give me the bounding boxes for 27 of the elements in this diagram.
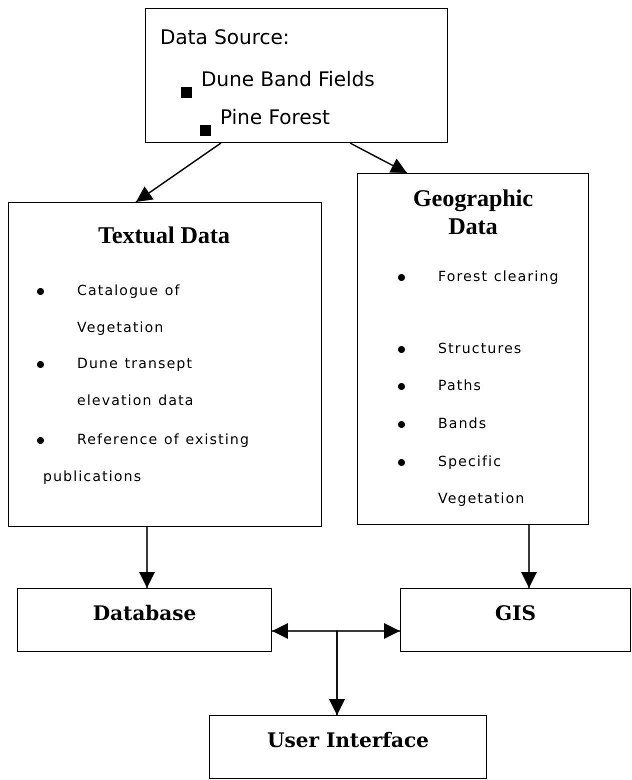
arrow xyxy=(350,142,408,174)
process-box xyxy=(8,202,322,527)
list-item: Pine Forest xyxy=(220,105,330,129)
process-box xyxy=(400,588,631,652)
box-title: Data Source: xyxy=(160,25,290,49)
arrow xyxy=(329,623,400,715)
process-box xyxy=(209,715,487,779)
list-item: Dune Band Fields xyxy=(201,67,375,91)
box-title: User Interface xyxy=(266,728,430,752)
process-box xyxy=(17,588,272,652)
arrow xyxy=(139,527,155,588)
list-item: Paths xyxy=(438,377,484,396)
list-item: Reference of existing publications xyxy=(43,431,252,487)
box-title: Database xyxy=(92,601,198,625)
box-title: GIS xyxy=(494,601,537,625)
list-item: Dune transept elevation data xyxy=(77,355,196,411)
list-item: Forest clearing xyxy=(438,268,561,287)
list-item: Catalogue of Vegetation xyxy=(77,282,182,338)
source-box xyxy=(145,8,448,143)
list-item: Specific Vegetation xyxy=(438,453,526,509)
process-box xyxy=(357,173,589,525)
arrow xyxy=(521,525,537,588)
box-title: Textual Data xyxy=(97,223,231,251)
list-item: Bands xyxy=(438,415,488,434)
list-item: Structures xyxy=(438,340,524,359)
arrow xyxy=(136,142,222,203)
box-title: Geographic Data xyxy=(412,186,534,242)
